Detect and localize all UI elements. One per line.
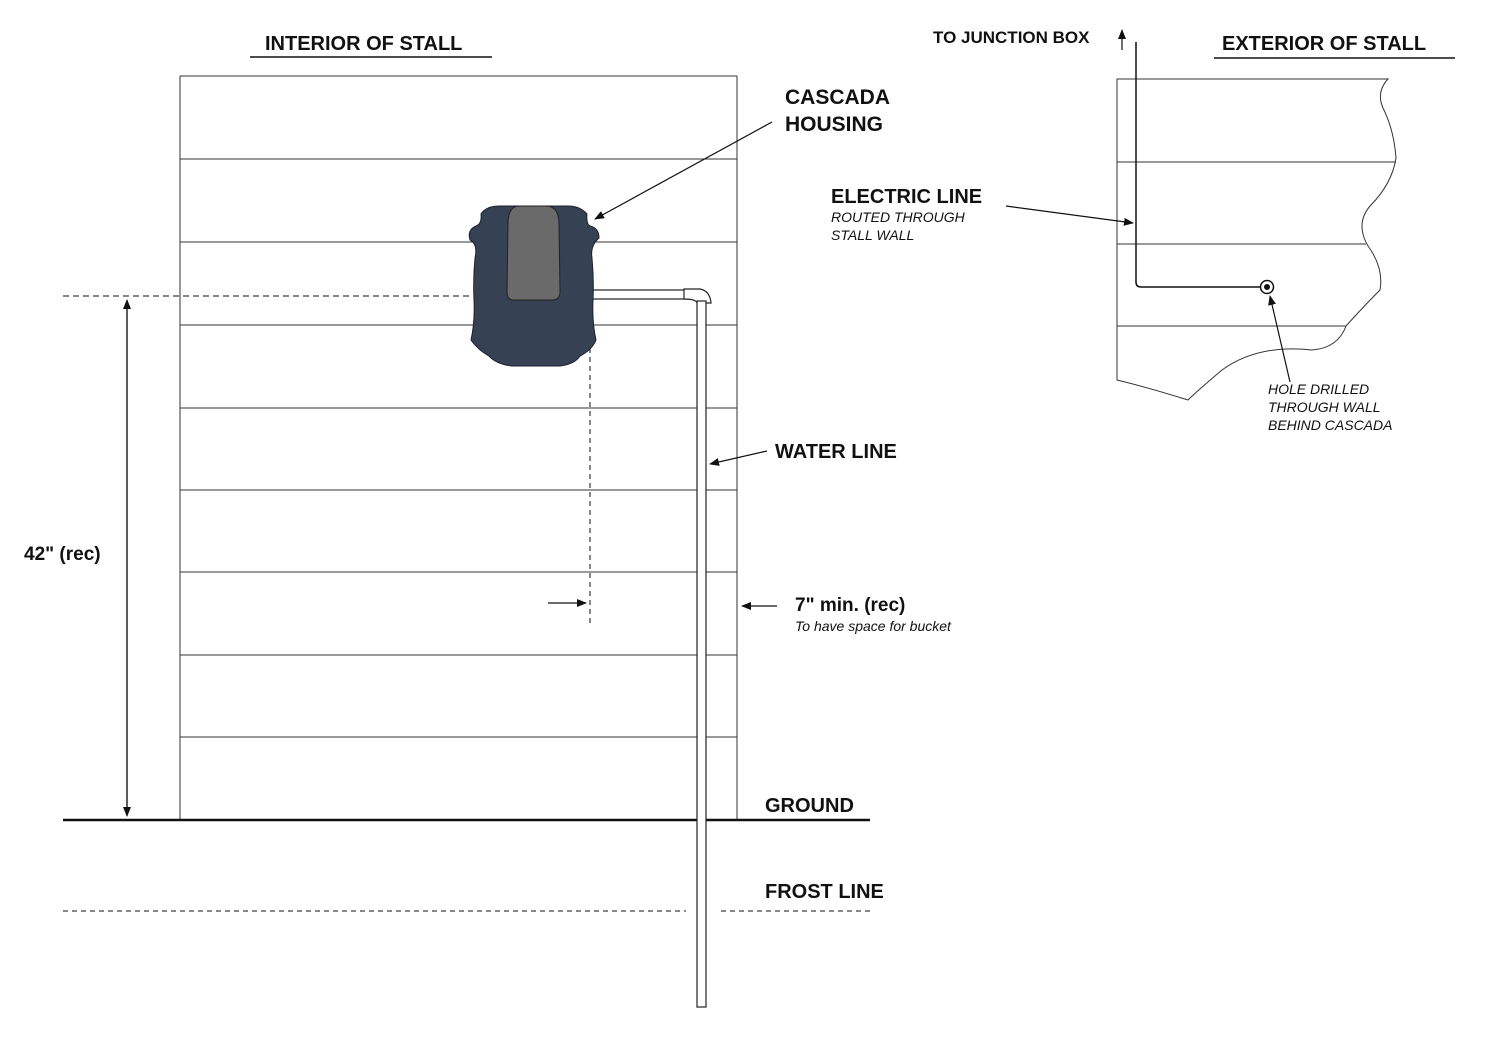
ground-label: GROUND [765,795,854,817]
cascada-housing [468,205,600,367]
cascada-pointer-arrow [594,121,773,220]
hole-note-line2: THROUGH WALL [1268,399,1381,415]
water-line-pointer-arrow [709,450,768,466]
interior-stall-panel: INTERIOR OF STALL GROUND FROST LINE 42" … [24,33,952,1008]
drilled-hole-center [1264,284,1270,290]
exterior-stall-panel: EXTERIOR OF STALL TO JUNCTION BOX ELECTR… [831,28,1455,433]
hole-pointer-arrow [1268,295,1291,383]
exterior-title: EXTERIOR OF STALL [1222,33,1426,55]
interior-wall-boards [179,75,738,820]
hole-note-line1: HOLE DRILLED [1268,381,1369,397]
cascada-label-line2: HOUSING [785,113,883,136]
height-label: 42" (rec) [24,544,101,565]
exterior-wall-boards [1117,161,1396,327]
hole-note-line3: BEHIND CASCADA [1268,417,1392,433]
water-line-label: WATER LINE [775,441,897,463]
water-line-pipe [589,288,712,1008]
electric-line-label: ELECTRIC LINE [831,186,982,208]
electric-line-pointer-arrow [1005,205,1134,226]
exterior-wall-outline [1116,78,1397,401]
electric-note-line1: ROUTED THROUGH [831,209,966,225]
frost-line-label: FROST LINE [765,881,884,903]
electric-line [1135,42,1262,288]
junction-box-label: TO JUNCTION BOX [933,28,1090,47]
electric-note-line2: STALL WALL [831,227,914,243]
interior-title: INTERIOR OF STALL [265,33,462,55]
clearance-note: To have space for bucket [795,618,952,634]
cascada-label-line1: CASCADA [785,86,890,109]
clearance-label: 7" min. (rec) [795,595,905,616]
